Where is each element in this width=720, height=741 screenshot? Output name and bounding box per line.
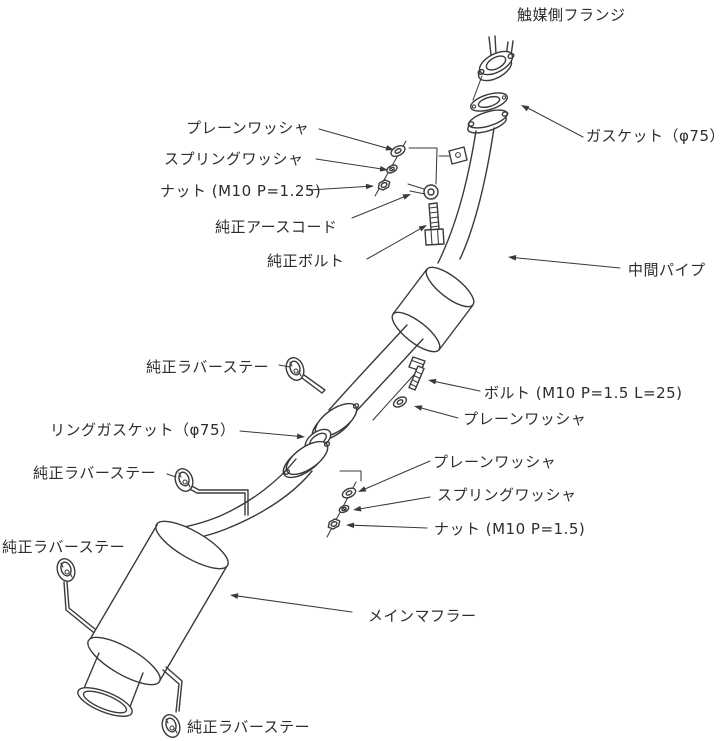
label-earth-cord: 純正アースコード bbox=[215, 218, 337, 236]
label-gasket: ガスケット（φ75） bbox=[586, 127, 720, 145]
rubber-mount-mid bbox=[285, 357, 305, 381]
label-ring-gasket: リングガスケット（φ75） bbox=[50, 421, 235, 439]
label-spring-washer-top: スプリングワッシャ bbox=[164, 150, 304, 168]
labels: 触媒側フランジ ガスケット（φ75） プレーンワッシャ スプリングワッシャ ナッ… bbox=[2, 6, 720, 736]
hanger-rods bbox=[63, 374, 326, 713]
gasket-drawing bbox=[469, 92, 509, 112]
leader-genuine-bolt bbox=[366, 225, 427, 260]
rubber-mount-lowerleft bbox=[56, 558, 76, 582]
label-main-muffler: メインマフラー bbox=[368, 607, 477, 625]
label-nut-top: ナット (M10 P=1.25) bbox=[160, 182, 321, 200]
label-rubber-stay-lowerleft: 純正ラバーステー bbox=[2, 538, 125, 556]
leader-spring-washer-top bbox=[315, 158, 388, 172]
catalyst-flange-drawing bbox=[477, 35, 515, 82]
leader-nut-lower bbox=[346, 522, 428, 529]
leader-plain-washer-lower bbox=[358, 460, 431, 492]
tail-tip-drawing bbox=[77, 652, 144, 717]
pipe-flange-drawing bbox=[467, 109, 509, 134]
label-nut-lower: ナット (M10 P=1.5) bbox=[434, 520, 585, 538]
leader-bolt-mid bbox=[428, 378, 481, 392]
rubber-mount-left bbox=[174, 468, 194, 492]
mid-bolt-drawing bbox=[372, 356, 426, 421]
label-rubber-stay-mid: 純正ラバーステー bbox=[146, 358, 269, 376]
label-rubber-stay-left: 純正ラバーステー bbox=[33, 464, 156, 482]
label-plain-washer-top: プレーンワッシャ bbox=[186, 119, 309, 137]
label-plain-washer-lower: プレーンワッシャ bbox=[433, 453, 556, 471]
flange-joint-drawing bbox=[282, 402, 360, 479]
leader-plain-washer-top bbox=[318, 128, 394, 151]
leader-nut-top bbox=[308, 183, 374, 191]
leader-plain-washer-mid bbox=[414, 405, 459, 419]
rubber-mount-bottom bbox=[161, 714, 181, 738]
label-genuine-bolt: 純正ボルト bbox=[267, 252, 345, 270]
flange-hardware-drawing bbox=[374, 140, 407, 197]
leader-ring-gasket bbox=[239, 430, 305, 440]
label-spring-washer-lower: スプリングワッシャ bbox=[437, 486, 577, 504]
label-plain-washer-mid: プレーンワッシャ bbox=[463, 410, 586, 428]
flange-assembly-axis bbox=[472, 75, 483, 101]
label-bolt-mid: ボルト (M10 P=1.5 L=25) bbox=[484, 384, 683, 402]
leader-rubber-stay-mid bbox=[278, 364, 291, 368]
leader-lines bbox=[166, 105, 621, 613]
resonator-drawing bbox=[391, 266, 475, 353]
leader-gasket bbox=[521, 105, 584, 138]
intermediate-pipe-drawing bbox=[437, 127, 495, 264]
leader-earth-cord bbox=[351, 194, 411, 219]
label-catalyst-flange: 触媒側フランジ bbox=[517, 6, 626, 24]
leader-intermediate-pipe bbox=[508, 255, 621, 269]
leader-spring-washer-lower bbox=[353, 496, 431, 512]
genuine-bolt-drawing bbox=[424, 202, 445, 246]
leader-main-muffler bbox=[230, 593, 353, 613]
label-intermediate-pipe: 中間パイプ bbox=[628, 261, 706, 279]
joint-hardware-drawing bbox=[326, 470, 362, 538]
label-rubber-stay-bottom: 純正ラバーステー bbox=[187, 718, 310, 736]
earth-cord-drawing bbox=[407, 146, 468, 200]
leader-rubber-stay-left bbox=[166, 473, 177, 478]
muffler-drawing bbox=[77, 520, 229, 717]
